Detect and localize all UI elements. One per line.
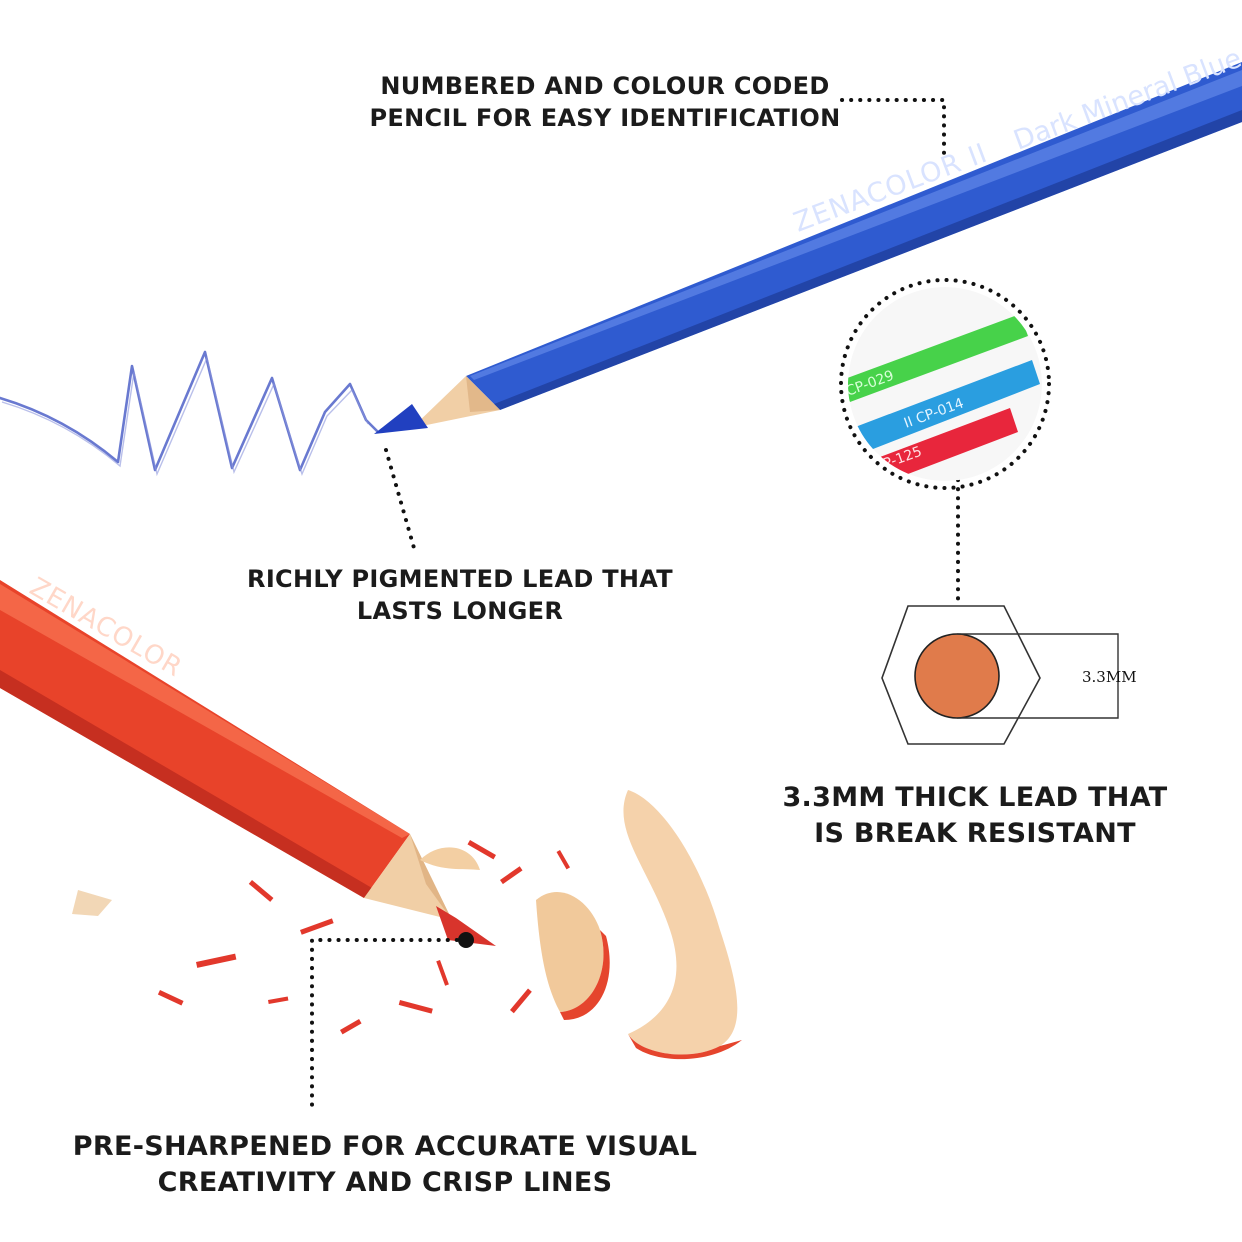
zoom-pencil-blue [848, 360, 1040, 458]
scribble-line [0, 350, 380, 472]
red-pencil-wood [364, 834, 452, 920]
hexagon-outline [881, 605, 1041, 745]
leader-sharp [310, 938, 468, 1110]
dimension-bracket [957, 633, 1119, 719]
leader-lines [310, 98, 1051, 1110]
blue-pencil-shadow [494, 110, 1242, 410]
red-pencil-highlight [0, 584, 410, 838]
leader-pigment [384, 448, 416, 550]
measurement-label: 3.3MM [1082, 668, 1137, 686]
tip-marker-dot [458, 932, 474, 948]
red-pencil: ZENACOLOR [0, 572, 496, 946]
red-pencil-shadow [0, 670, 372, 898]
leader-numbered [840, 98, 946, 160]
blue-pencil-highlight [470, 70, 1242, 380]
blue-pencil: ZENACOLOR II Dark Mineral Blue [374, 43, 1242, 434]
red-pencil-lead [436, 906, 496, 946]
zoom-circle: CP-029 II CP-014 CP-125 [848, 287, 1042, 481]
scribble-line-texture [1, 355, 369, 477]
pencil-shavings [72, 790, 742, 1060]
lead-circle [914, 633, 1000, 719]
lead-diagram: 3.3MM [881, 605, 1137, 745]
zoom-pencil-green [848, 314, 1028, 402]
blue-pencil-lead [374, 404, 428, 434]
zoom-ring [839, 278, 1051, 490]
